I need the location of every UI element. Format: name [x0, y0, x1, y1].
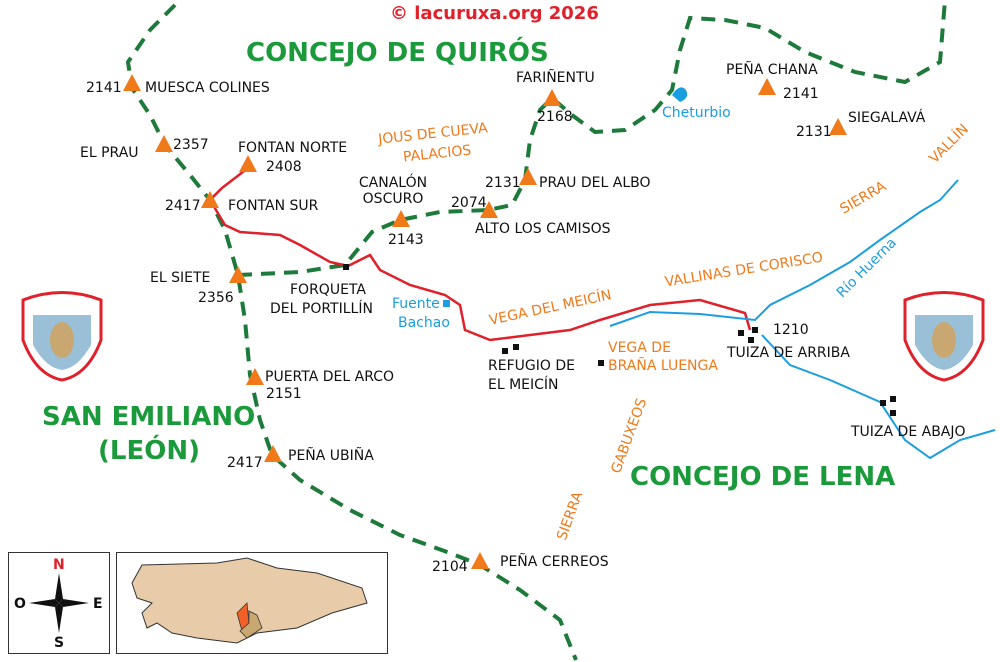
refugio-label: REFUGIO DE — [488, 358, 575, 374]
peak-name: PEÑA CHANA — [726, 62, 818, 78]
peak-name: PUERTA DEL ARCO — [265, 369, 395, 385]
ridge-trail-east — [237, 0, 947, 277]
route-red — [208, 167, 752, 342]
river-lower — [761, 334, 996, 460]
cheturbio-label: Cheturbio — [662, 105, 731, 121]
compass-o: O — [14, 596, 26, 612]
peak-alt: 2131 — [796, 124, 832, 140]
compass-n: N — [53, 557, 65, 573]
club-logo-right — [900, 290, 988, 382]
ridge-trail-west — [125, 3, 578, 661]
compass-rose: N S E O — [8, 552, 110, 654]
peak-name: PEÑA CERREOS — [500, 554, 609, 570]
locator-map — [116, 552, 388, 654]
peak-name: FONTAN NORTE — [238, 140, 348, 156]
club-logo-left — [18, 290, 106, 382]
peak-name: ALTO LOS CAMISOS — [475, 221, 611, 237]
region-lena: CONCEJO DE LENA — [630, 462, 896, 492]
fuente-label: Fuente — [392, 296, 440, 312]
compass-e: E — [93, 596, 103, 612]
peak-alt: 2408 — [266, 159, 302, 175]
forqueta-label-2: DEL PORTILLÍN — [270, 301, 373, 317]
peak-alt: 2074 — [451, 195, 487, 211]
peak-name: CANALÓN OSCURO — [358, 175, 428, 207]
peak-alt: 2168 — [537, 109, 573, 125]
compass-icon — [29, 573, 89, 633]
lake-cheturbio — [672, 87, 688, 102]
asturias-outline — [131, 557, 368, 644]
peak-alt: 2357 — [173, 137, 209, 153]
peak-name: FARIÑENTU — [516, 70, 595, 86]
peak-name: MUESCA COLINES — [145, 80, 270, 96]
peak-alt: 2141 — [86, 80, 122, 96]
peak-name: SIEGALAVÁ — [848, 110, 926, 126]
peak-alt: 2417 — [227, 455, 263, 471]
peak-name: FONTAN SUR — [228, 198, 319, 214]
peak-alt: 2141 — [783, 86, 819, 102]
fuente-label-2: Bachao — [398, 315, 450, 331]
peak-name: EL PRAU — [80, 145, 139, 161]
peak-alt: 2143 — [388, 232, 424, 248]
vega-brana-label: VEGA DE — [608, 340, 671, 356]
region-san-emiliano: SAN EMILIANO — [42, 402, 256, 432]
compass-s: S — [54, 635, 65, 651]
peak-markers — [123, 74, 847, 569]
peak-alt: 2151 — [266, 386, 302, 402]
vega-brana-label-2: BRAÑA LUENGA — [608, 358, 718, 374]
building-markers — [343, 264, 896, 416]
forqueta-label: FORQUETA — [290, 282, 366, 298]
refugio-label-2: EL MEICÍN — [488, 377, 559, 393]
copyright: © lacuruxa.org 2026 — [390, 3, 599, 24]
peak-name: EL SIETE — [150, 270, 211, 286]
tuiza-altitude: 1210 — [773, 322, 809, 338]
tuiza-abajo-label: TUIZA DE ABAJO — [851, 424, 966, 440]
peak-alt: 2356 — [198, 290, 234, 306]
region-quiros: CONCEJO DE QUIRÓS — [246, 38, 549, 68]
peak-alt: 2417 — [165, 198, 201, 214]
peak-alt: 2131 — [485, 175, 521, 191]
region-leon: (LEÓN) — [98, 436, 200, 466]
peak-name: PEÑA UBIÑA — [288, 448, 374, 464]
peak-name: PRAU DEL ALBO — [539, 175, 651, 191]
fuente-bachao-marker — [443, 300, 450, 307]
river-huerna — [609, 179, 959, 327]
peak-alt: 2104 — [432, 559, 468, 575]
tuiza-arriba-label: TUIZA DE ARRIBA — [727, 345, 850, 361]
